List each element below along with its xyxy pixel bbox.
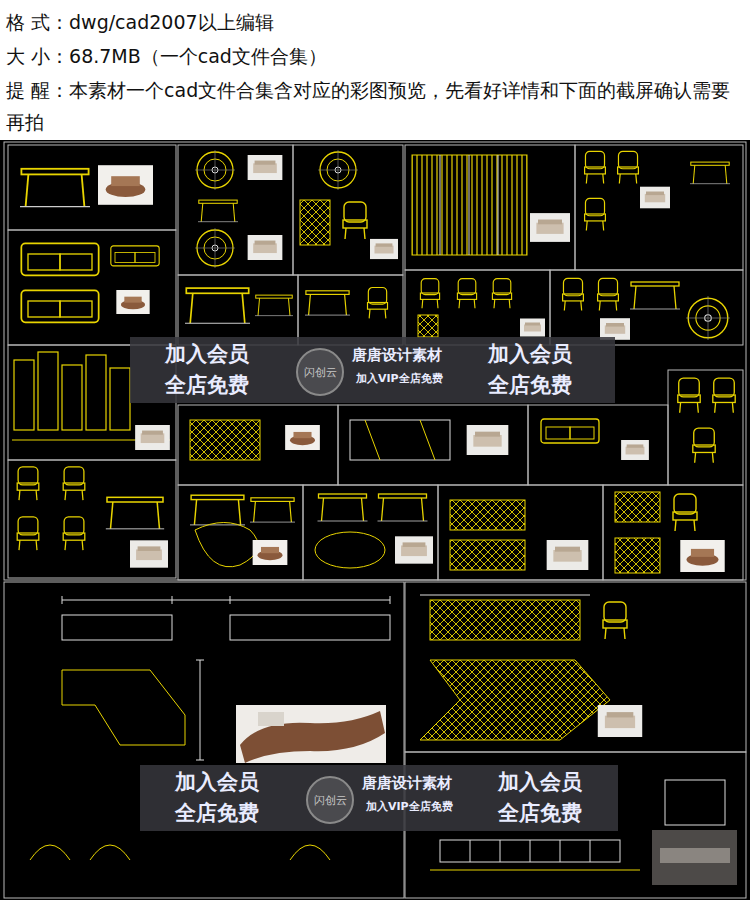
logo-text: 闪创云 [304,365,337,380]
watermark-text: 加入会员 全店免费 [488,339,578,401]
watermark-text: 加入会员 全店免费 [498,767,588,829]
watermark-text: 加入会员 全店免费 [175,767,265,829]
logo-text: 闪创云 [314,793,347,808]
logo-circle: 闪创云 [306,776,354,824]
shop-name: 唐唐设计素材 [352,345,472,365]
watermark-band: 加入会员 全店免费唐唐设计素材加入VIP全店免费加入会员 全店免费闪创云 [140,765,618,831]
header-text: 大 小：68.7MB（一个cad文件合集） [6,40,744,72]
header-text: 提 醒：本素材一个cad文件合集含对应的彩图预览，先看好详情和下面的截屏确认需要… [6,74,744,138]
header-text: 格 式：dwg/cad2007以上编辑 [6,6,744,38]
vip-note: 加入VIP全店免费 [356,371,476,387]
watermark-band: 加入会员 全店免费唐唐设计素材加入VIP全店免费加入会员 全店免费闪创云 [130,337,615,403]
vip-note: 加入VIP全店免费 [366,799,486,815]
shop-name: 唐唐设计素材 [362,773,482,793]
watermark-text: 加入会员 全店免费 [165,339,255,401]
logo-circle: 闪创云 [296,348,344,396]
